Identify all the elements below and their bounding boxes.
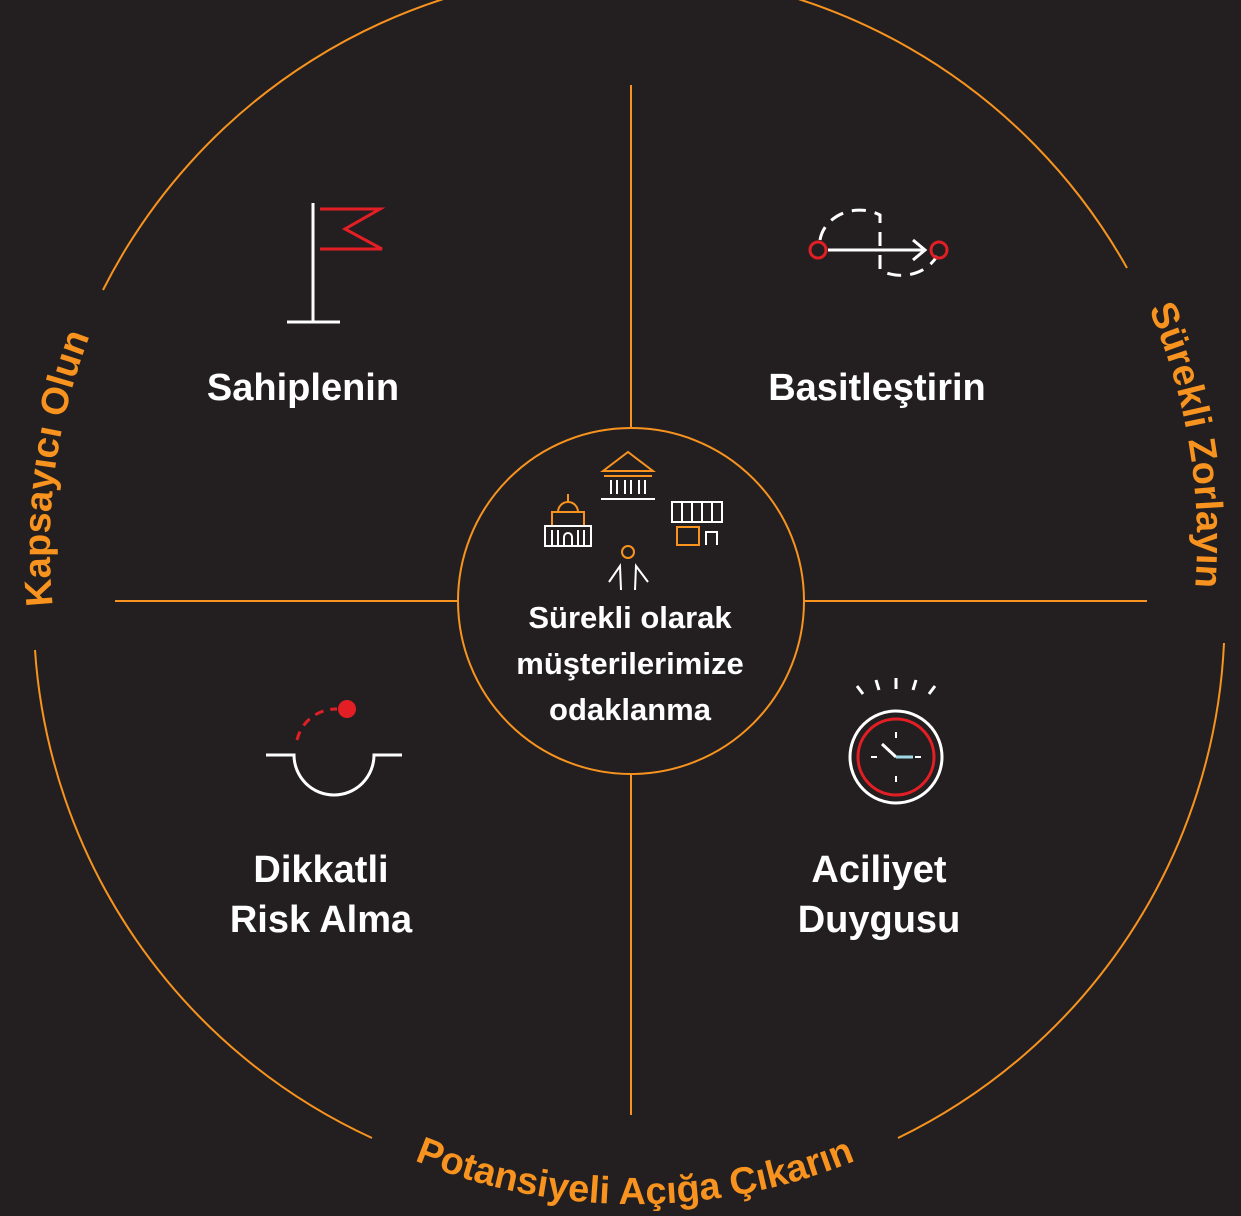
outer-label-bottom: Potansiyeli Açığa Çıkarın — [411, 1130, 859, 1211]
simplify-path-icon — [808, 208, 949, 277]
label-basitlestirin: Basitleştirin — [768, 367, 986, 409]
outer-label-right: Sürekli Zorlayın — [1140, 296, 1230, 589]
storefront-icon — [671, 501, 723, 546]
outer-ring-left-arc — [34, 649, 373, 1139]
label-aciliyet-duygusu: Aciliyet Duygusu — [797, 849, 961, 941]
outer-label-left: Kapsayıcı Olun — [17, 324, 98, 608]
government-building-icon — [544, 494, 592, 547]
label-dikkatli-risk-alma: Dikkatli Risk Alma — [229, 849, 413, 941]
center-label: Sürekli olarak müşterilerimize odaklanma — [516, 600, 744, 727]
person-icon — [608, 545, 649, 591]
center-circle — [457, 427, 805, 775]
label-sahiplenin: Sahiplenin — [206, 367, 400, 409]
stopwatch-icon — [848, 678, 944, 805]
careful-risk-icon — [266, 700, 402, 797]
bank-icon — [600, 450, 656, 500]
outer-ring-top-arc — [102, 0, 1128, 291]
flag-icon — [287, 203, 386, 324]
outer-ring-right-arc — [897, 642, 1225, 1139]
